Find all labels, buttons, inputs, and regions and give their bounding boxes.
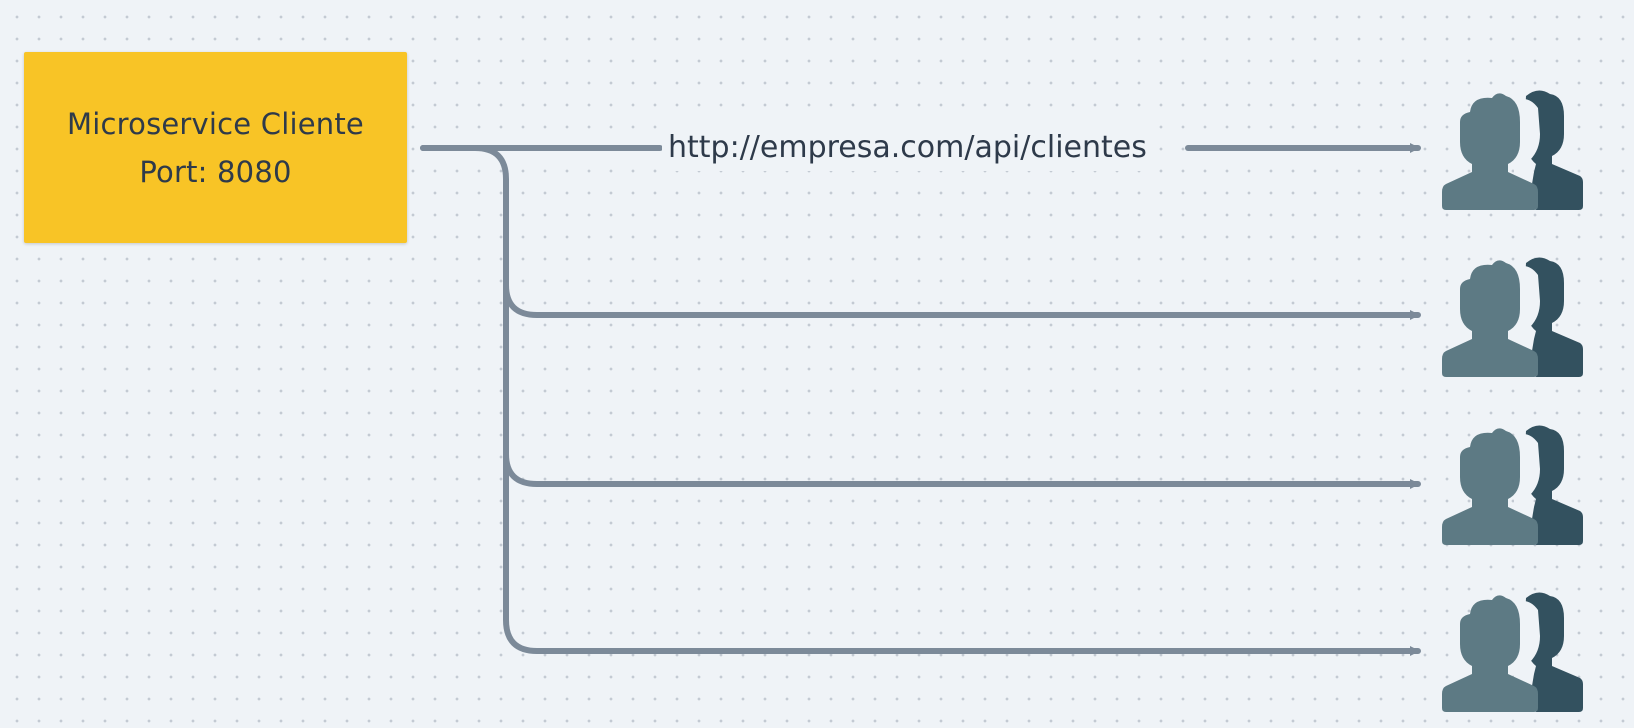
connector-branch-3 (503, 451, 1421, 489)
user-group-icon (1442, 592, 1583, 712)
connector-branch-2 (503, 282, 1421, 320)
client-group-4[interactable] (1442, 586, 1583, 712)
service-name: Microservice Cliente (67, 106, 364, 141)
client-group-2[interactable] (1442, 251, 1583, 377)
client-group-3[interactable] (1442, 419, 1583, 545)
client-group-1[interactable] (1442, 84, 1583, 210)
user-group-icon (1442, 425, 1583, 545)
user-group-icon (1442, 257, 1583, 377)
microservice-box[interactable]: Microservice Cliente Port: 8080 (24, 52, 407, 243)
service-port: Port: 8080 (139, 154, 292, 189)
connector-trunk (420, 145, 1421, 656)
user-group-icon (1442, 90, 1583, 210)
endpoint-url-label: http://empresa.com/api/clientes (662, 125, 1153, 171)
